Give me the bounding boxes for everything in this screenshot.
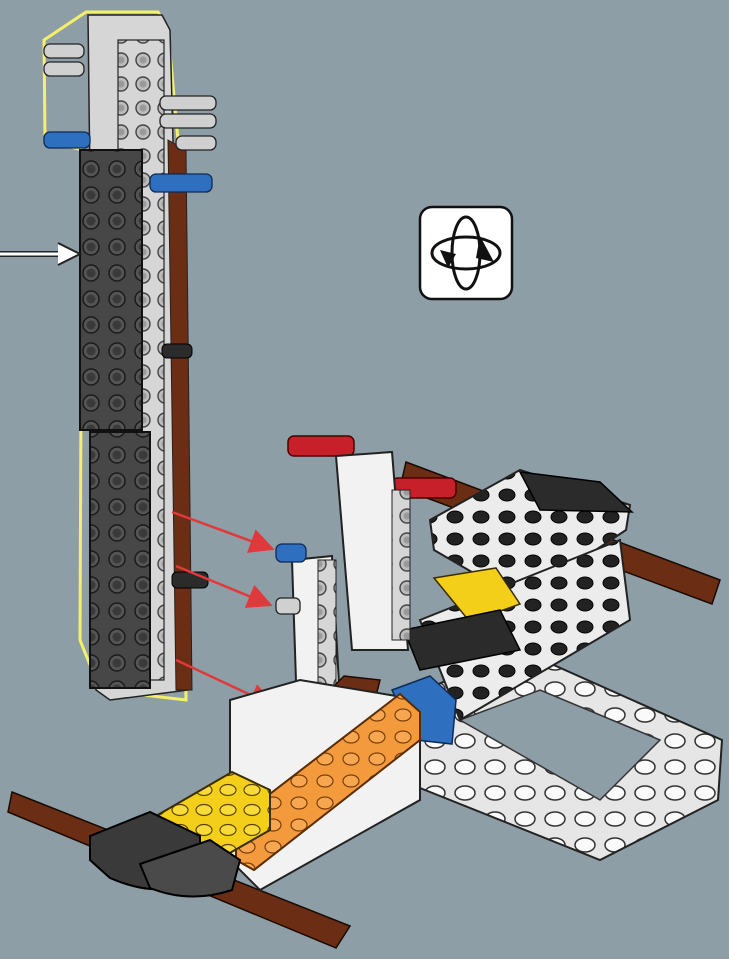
dark-gray-curved-slope [138, 838, 242, 898]
black-pin [171, 571, 209, 589]
callout-arrow-icon [0, 242, 83, 266]
yellow-wedge [432, 567, 522, 623]
blue-pin [275, 543, 307, 563]
white-beam-tall [334, 450, 410, 651]
red-axle-pin [287, 435, 355, 457]
top-gray-pins [43, 43, 217, 151]
dark-gray-plate-upper [79, 149, 143, 431]
beam-holes [391, 489, 411, 641]
blue-pin [149, 173, 213, 193]
gray-pin [275, 597, 301, 615]
vertical-tower-subassembly [42, 10, 217, 702]
blue-pin [43, 131, 91, 149]
rotate-model-icon [418, 205, 514, 301]
frame-opening [458, 689, 662, 801]
dark-gray-plate-lower [89, 431, 151, 689]
gray-beam-block [418, 538, 632, 722]
black-plate-top [518, 471, 634, 513]
base-subassembly [7, 435, 724, 949]
black-connector [402, 609, 522, 671]
black-pin [161, 343, 193, 359]
